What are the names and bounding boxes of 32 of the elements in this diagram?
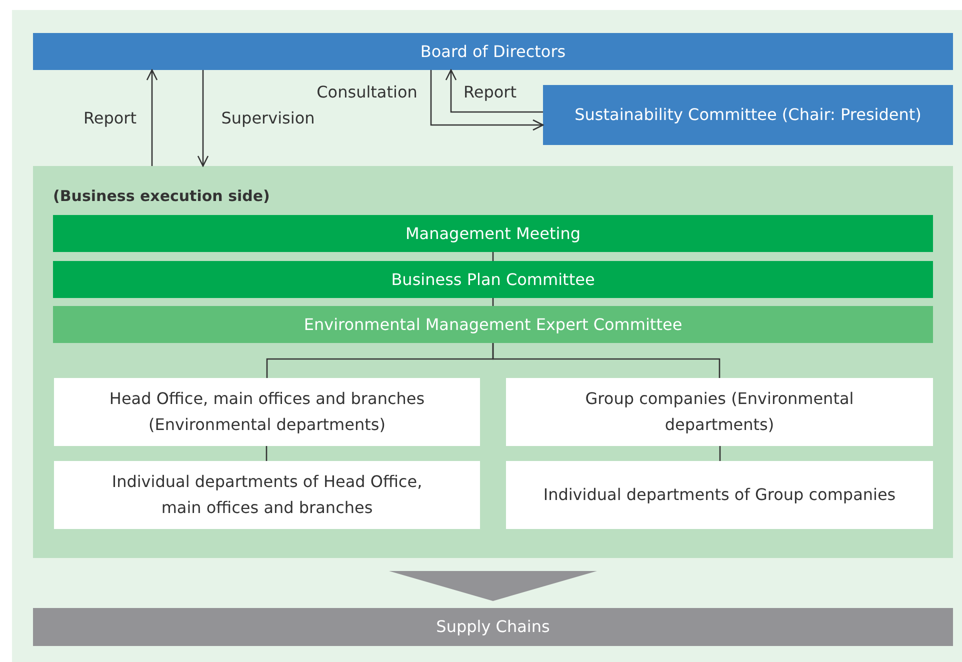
flow-chevron: [389, 571, 597, 601]
node-label: Sustainability Committee (Chair: President): [574, 104, 922, 126]
department-box: [506, 461, 933, 529]
committee-bar: [53, 306, 933, 343]
connector-line: [719, 446, 721, 461]
connector-line: [492, 252, 494, 261]
arrow: [197, 70, 209, 167]
department-box: [54, 461, 480, 529]
committee-box: [33, 33, 953, 70]
node-label: Head Office, main offices and branches (Environmental departments): [108, 388, 426, 436]
execution-panel: [33, 166, 953, 558]
connector-line: [492, 343, 720, 378]
node-label: Business Plan Committee: [391, 268, 595, 291]
node-label: Individual departments of Head Office, main offices and branches: [110, 471, 424, 519]
node-label: Supply Chains: [436, 616, 550, 638]
arrow: [146, 69, 158, 166]
department-box: [54, 378, 480, 446]
node-label: Board of Directors: [420, 40, 566, 63]
connector-line: [266, 446, 268, 461]
node-label: Group companies (Environmental departments): [584, 388, 855, 436]
panel-heading: (Business execution side): [53, 186, 270, 207]
arrow: [445, 69, 543, 113]
committee-box: [543, 85, 953, 145]
node-label: Management Meeting: [406, 222, 580, 245]
arrow: [430, 70, 544, 131]
node-label: Environmental Management Expert Committee: [304, 314, 682, 336]
supply-chain-bar: [33, 608, 953, 646]
department-box: [506, 378, 933, 446]
connector-line: [492, 298, 494, 306]
node-label: Individual departments of Group companies: [543, 484, 896, 506]
committee-bar: [53, 215, 933, 252]
committee-bar: [53, 261, 933, 298]
